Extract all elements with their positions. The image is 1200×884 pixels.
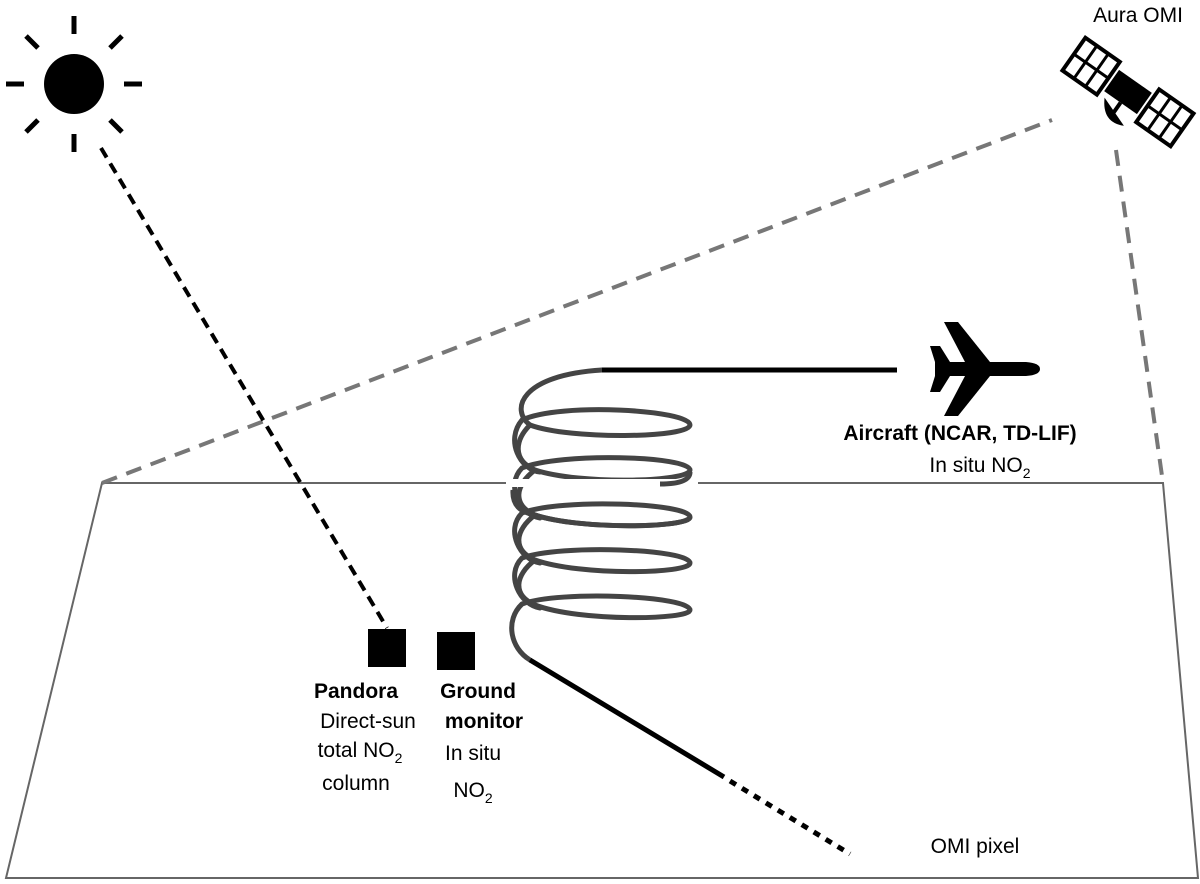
- sun-icon: [6, 16, 142, 152]
- aircraft-desc-text: In situ NO: [929, 454, 1022, 477]
- pandora-line2-subscript: 2: [395, 750, 403, 766]
- pandora-instrument: [368, 629, 406, 667]
- sun-line-of-sight: [99, 146, 389, 630]
- spiral-occlusion: [506, 479, 698, 487]
- ground-monitor-name-line2: monitor: [445, 710, 523, 733]
- ground-monitor-line2-text: NO: [453, 779, 485, 802]
- satellite-view-line-left: [101, 118, 1053, 485]
- airplane-icon: [930, 322, 1040, 416]
- satellite-label: Aura OMI: [1093, 4, 1183, 27]
- pandora-line1: Direct-sun: [320, 710, 416, 733]
- ground-monitor-name-line1: Ground: [440, 680, 516, 703]
- satellite-icon: [1059, 34, 1197, 150]
- ground-monitor-instrument: [437, 632, 475, 670]
- ground-monitor-line2: NO2: [453, 779, 493, 806]
- pandora-line3: column: [322, 772, 390, 795]
- pandora-line2-text: total NO: [318, 739, 395, 762]
- ground-monitor-line2-subscript: 2: [485, 790, 493, 806]
- pandora-name: Pandora: [314, 680, 398, 703]
- aircraft-desc-subscript: 2: [1023, 465, 1031, 481]
- ground-monitor-line1: In situ: [445, 742, 501, 765]
- aircraft-name: Aircraft (NCAR, TD-LIF): [843, 422, 1076, 445]
- omi-pixel-outline: [4, 482, 1200, 879]
- pandora-line2: total NO2: [318, 739, 403, 766]
- aircraft-desc: In situ NO2: [929, 454, 1030, 481]
- satellite-view-line-right: [1114, 149, 1165, 484]
- spiral-front-loop: [510, 471, 693, 529]
- aircraft-descent-line: [528, 657, 726, 780]
- omi-pixel-label: OMI pixel: [931, 835, 1020, 858]
- aircraft-descent-dotted: [728, 778, 852, 857]
